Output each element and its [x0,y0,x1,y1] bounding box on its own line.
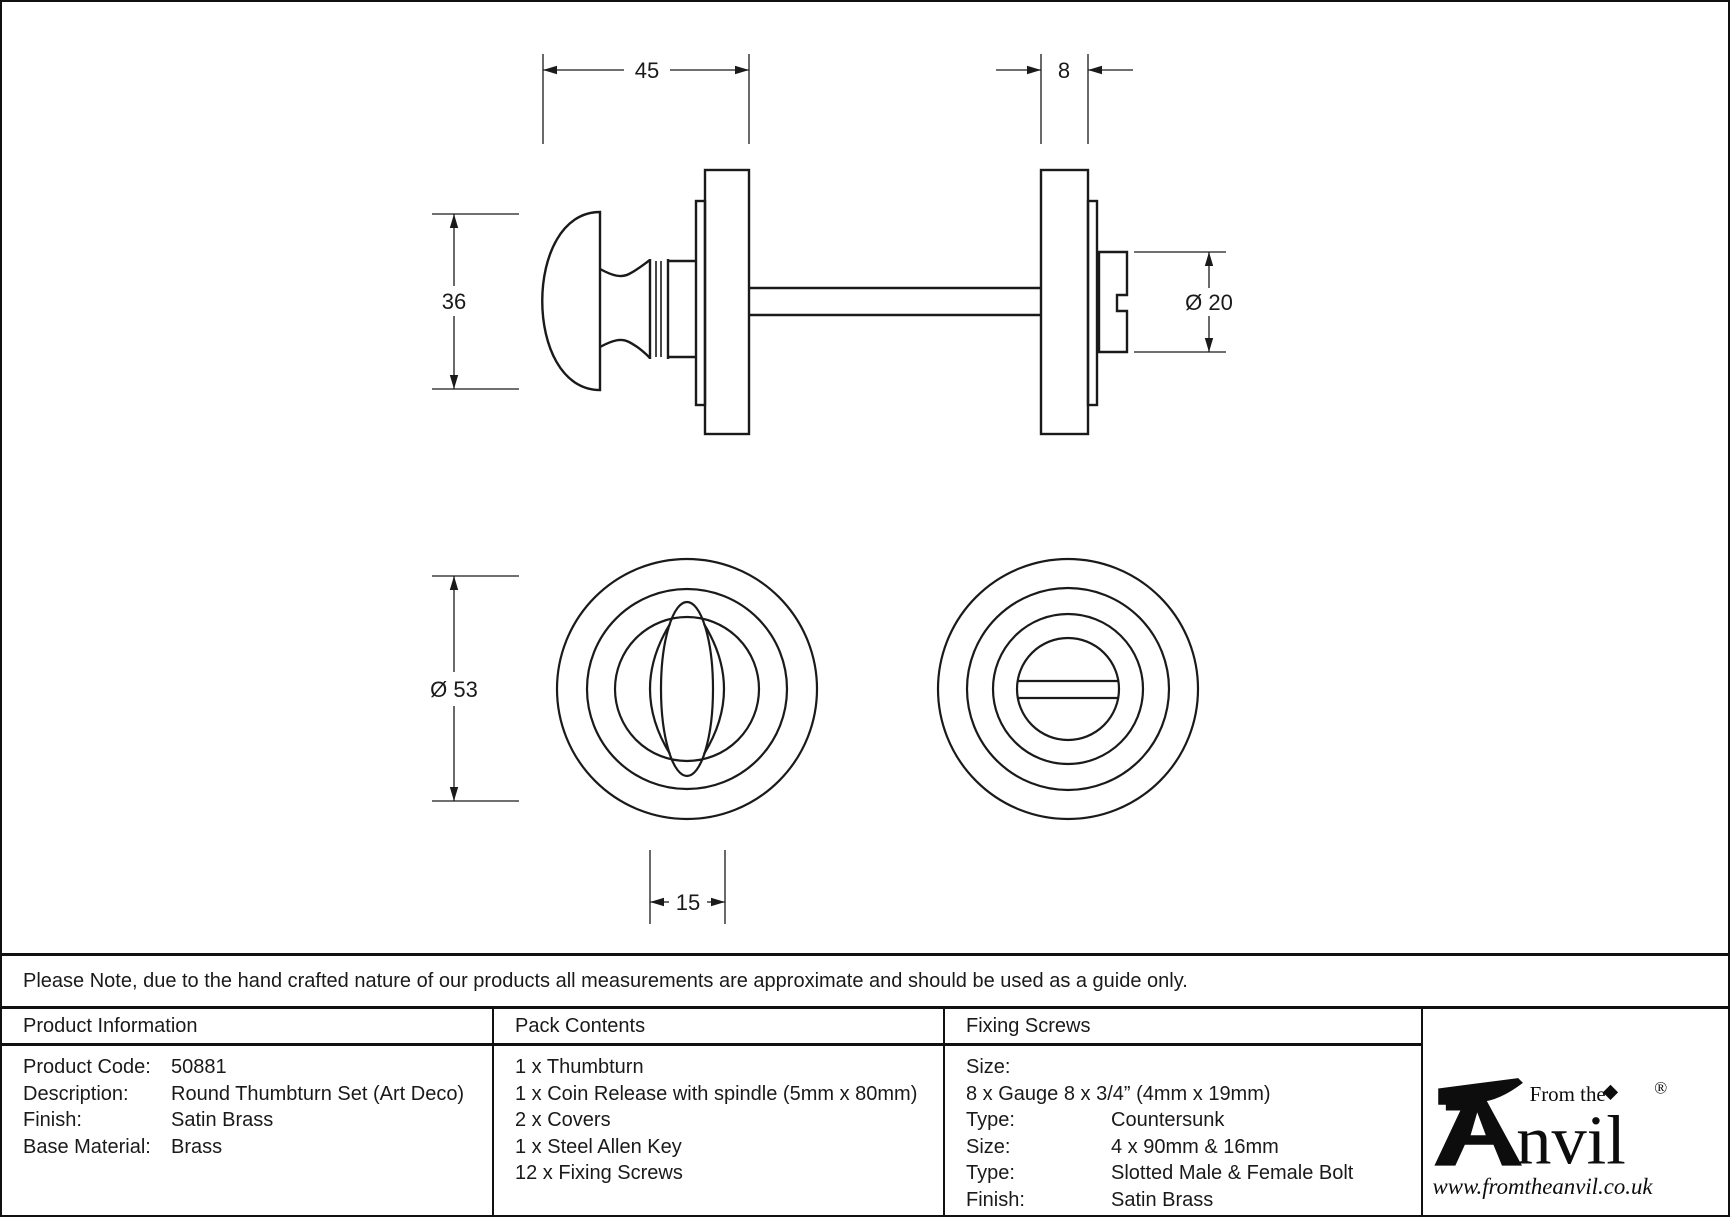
row-label: Product Code: [23,1056,151,1078]
product-info-table: Product Information Product Code: 50881 D… [2,1006,1728,1215]
table-row: Type: Countersunk [966,1107,1415,1134]
dim-label-dia-20: Ø 20 [1185,290,1233,315]
row-label: Base Material: [23,1135,151,1158]
dimension-36: 36 [432,213,519,390]
row-value: Brass [171,1135,223,1158]
dim-label-15: 15 [676,890,700,915]
technical-drawing-svg: 45 8 36 [430,54,1233,924]
row-label: Description: [23,1082,129,1105]
release-slot-circle [1015,636,1121,742]
table-row: Size: 8 x Gauge 8 x 3/4” (4mm x 19mm) [966,1054,1415,1107]
measurement-note-text: Please Note, due to the hand crafted nat… [23,969,1188,992]
from-the-anvil-logo: From the nvil ® www.fromtheanvil.co.uk [1433,1077,1667,1199]
table-row: Product Code: 50881 [23,1054,486,1081]
pack-contents-header: Pack Contents [494,1009,943,1046]
row-label: Size: [966,1135,1011,1158]
thumbturn-front-view [555,557,819,821]
row-value: Satin Brass [171,1109,274,1132]
grip-side-arc-left [649,623,671,755]
release-outer-circle [936,557,1200,821]
rose-inner-circle [585,587,789,791]
logo-website-text: www.fromtheanvil.co.uk [1433,1174,1654,1199]
right-rose-side [1039,168,1090,436]
row-label: Finish: [966,1188,1025,1211]
list-item: 1 x Steel Allen Key [515,1135,682,1158]
row-value: Round Thumbturn Set (Art Deco) [171,1082,465,1105]
side-view [541,168,1129,436]
thumbturn-knob-dome [541,210,602,392]
table-row: Finish: Satin Brass [23,1107,486,1134]
row-label: Size: [966,1056,1011,1078]
registered-trademark-symbol: ® [1654,1078,1667,1097]
dim-label-36: 36 [442,289,466,314]
thumbturn-grip-oval [659,600,715,778]
right-backplate-side [1086,199,1099,407]
pack-contents-column: Pack Contents 1 x Thumbturn 1 x Coin Rel… [494,1009,945,1215]
row-label: Base Material: [966,1214,1111,1215]
row-label: Type: [966,1109,1015,1132]
table-row: Base Material: Brass [23,1134,486,1161]
dim-label-8: 8 [1058,58,1070,83]
coin-release-front-view [936,557,1200,821]
left-rose-side [703,168,751,436]
dim-label-45: 45 [635,58,659,83]
rose-outer-circle [555,557,819,821]
product-information-body: Product Code: 50881 Description: Round Thu… [2,1046,492,1160]
technical-drawing-area: 45 8 36 [2,2,1728,953]
dimension-15: 15 [649,850,726,924]
row-value: Stainless Steel [1111,1214,1243,1215]
row-value: Countersunk [1111,1109,1225,1132]
row-label: Finish: [23,1109,82,1132]
fixing-screws-column: Fixing Screws Size: 8 x Gauge 8 x 3/4” (4… [945,1009,1423,1215]
release-boss-circle [991,612,1145,766]
dimension-8: 8 [996,54,1133,144]
dim-label-dia-53: Ø 53 [430,677,478,702]
product-information-header: Product Information [2,1009,492,1046]
dimension-45: 45 [542,54,750,144]
row-value: Satin Brass [1111,1188,1214,1211]
table-row: Size: 4 x 90mm & 16mm [966,1134,1415,1161]
turn-base-circle [613,615,761,763]
table-row: Base Material:Stainless Steel [966,1214,1415,1215]
logo-wordmark-text: nvil [1516,1101,1626,1179]
release-step-circle [965,586,1171,792]
dimension-dia-53: Ø 53 [430,575,519,802]
table-row: Finish: Satin Brass [966,1187,1415,1214]
row-value: 4 x 90mm & 16mm [1111,1135,1279,1158]
knob-neck-bottom [599,338,651,359]
list-item: 12 x Fixing Screws [515,1162,683,1185]
list-item: 1 x Thumbturn [515,1056,644,1078]
list-item: 2 x Covers [515,1109,611,1132]
coin-release-side [1097,250,1129,354]
fixing-screws-header: Fixing Screws [945,1009,1421,1046]
grip-side-arc-right [703,623,725,755]
product-information-column: Product Information Product Code: 50881 D… [2,1009,494,1215]
table-row: Type: Slotted Male & Female Bolt [966,1160,1415,1187]
fixing-screws-body: Size: 8 x Gauge 8 x 3/4” (4mm x 19mm) Typ… [945,1046,1421,1215]
list-item: 1 x Coin Release with spindle (5mm x 80m… [515,1082,918,1105]
table-row: Description: Round Thumbturn Set (Art Dec… [23,1081,486,1108]
knob-neck-top [599,259,651,278]
row-value: Slotted Male & Female Bolt [1111,1162,1354,1185]
row-value: 50881 [171,1056,227,1078]
measurement-note-row: Please Note, due to the hand crafted nat… [2,953,1728,1006]
pack-contents-body: 1 x Thumbturn 1 x Coin Release with spin… [494,1046,943,1187]
dimension-dia-20: Ø 20 [1134,251,1233,353]
row-label: Type: [966,1162,1015,1185]
brand-logo-cell: From the nvil ® www.fromtheanvil.co.uk [1423,1009,1728,1215]
logo-prefix-text: From the [1530,1082,1606,1106]
left-backplate-side [694,199,707,407]
row-value: 8 x Gauge 8 x 3/4” (4mm x 19mm) [966,1082,1271,1105]
